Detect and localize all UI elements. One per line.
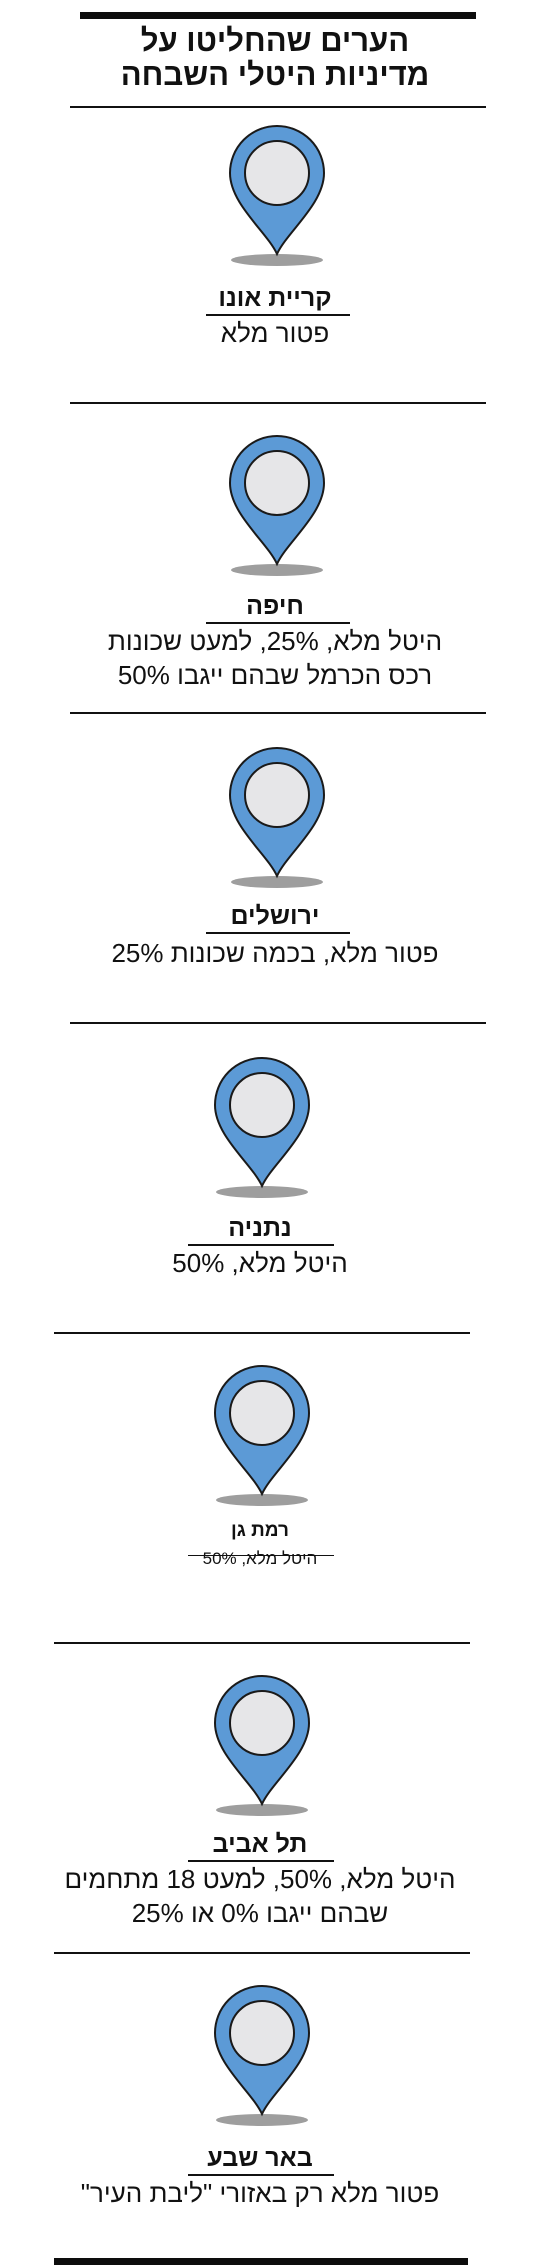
map-pin-icon	[213, 1365, 311, 1506]
map-pin-icon	[228, 747, 326, 888]
divider	[54, 1642, 470, 1644]
city-policy: פטור מלא, בכמה שכונות 25%	[75, 936, 475, 970]
policy-line: היטל מלא, 50%, למעט 18 מתחמים	[64, 1864, 456, 1894]
city-policy: היטל מלא, 50%	[60, 1246, 460, 1280]
bottom-bar	[54, 2258, 468, 2265]
divider	[70, 712, 486, 714]
map-pin-icon	[213, 1675, 311, 1816]
title-line-2: מדיניות היטלי השבחה	[120, 57, 430, 92]
policy-line: שבהם ייגבו 0% או 25%	[131, 1898, 389, 1928]
city-policy: פטור מלא רק באזורי "ליבת העיר"	[60, 2176, 460, 2210]
divider	[54, 1332, 470, 1334]
city-policy: פטור מלא	[75, 316, 475, 350]
divider	[54, 1952, 470, 1954]
city-name: תל אביב	[212, 1830, 308, 1858]
city-name-underline	[206, 622, 350, 624]
city-name: באר שבע	[207, 2144, 313, 2172]
divider	[70, 106, 486, 108]
title-line-1: הערים שהחליטו על	[140, 23, 410, 58]
city-name: רמת גן	[231, 1520, 289, 1541]
policy-line: היטל מלא, 50%	[202, 1549, 318, 1568]
policy-line: היטל מלא, 25%, למעט שכונות	[107, 626, 443, 656]
policy-line: פטור מלא, בכמה שכונות 25%	[111, 938, 439, 968]
page-title: הערים שהחליטו על מדיניות היטלי השבחה	[40, 24, 510, 92]
map-pin-icon	[213, 1985, 311, 2126]
city-name: חיפה	[246, 592, 304, 620]
top-bar	[80, 12, 476, 19]
map-pin-icon	[228, 125, 326, 266]
policy-line: היטל מלא, 50%	[172, 1248, 348, 1278]
city-name-underline	[188, 1860, 334, 1862]
city-policy: היטל מלא, 50%	[60, 1549, 460, 1569]
city-name: נתניה	[228, 1214, 292, 1242]
city-name-underline	[188, 2174, 334, 2176]
policy-line: פטור מלא רק באזורי "ליבת העיר"	[80, 2178, 440, 2208]
policy-line: פטור מלא	[220, 318, 330, 348]
city-policy: היטל מלא, 25%, למעט שכונות רכס הכרמל שבה…	[75, 624, 475, 692]
city-name-underline	[206, 932, 350, 934]
city-name-underline	[188, 1555, 334, 1556]
city-name-underline	[188, 1244, 334, 1246]
city-name: ירושלים	[230, 902, 320, 930]
divider	[70, 402, 486, 404]
map-pin-icon	[228, 435, 326, 576]
city-policy: היטל מלא, 50%, למעט 18 מתחמים שבהם ייגבו…	[60, 1862, 460, 1930]
city-name: קריית אונו	[218, 284, 332, 312]
divider	[70, 1022, 486, 1024]
policy-line: רכס הכרמל שבהם ייגבו 50%	[117, 660, 433, 690]
map-pin-icon	[213, 1057, 311, 1198]
city-name-underline	[206, 314, 350, 316]
